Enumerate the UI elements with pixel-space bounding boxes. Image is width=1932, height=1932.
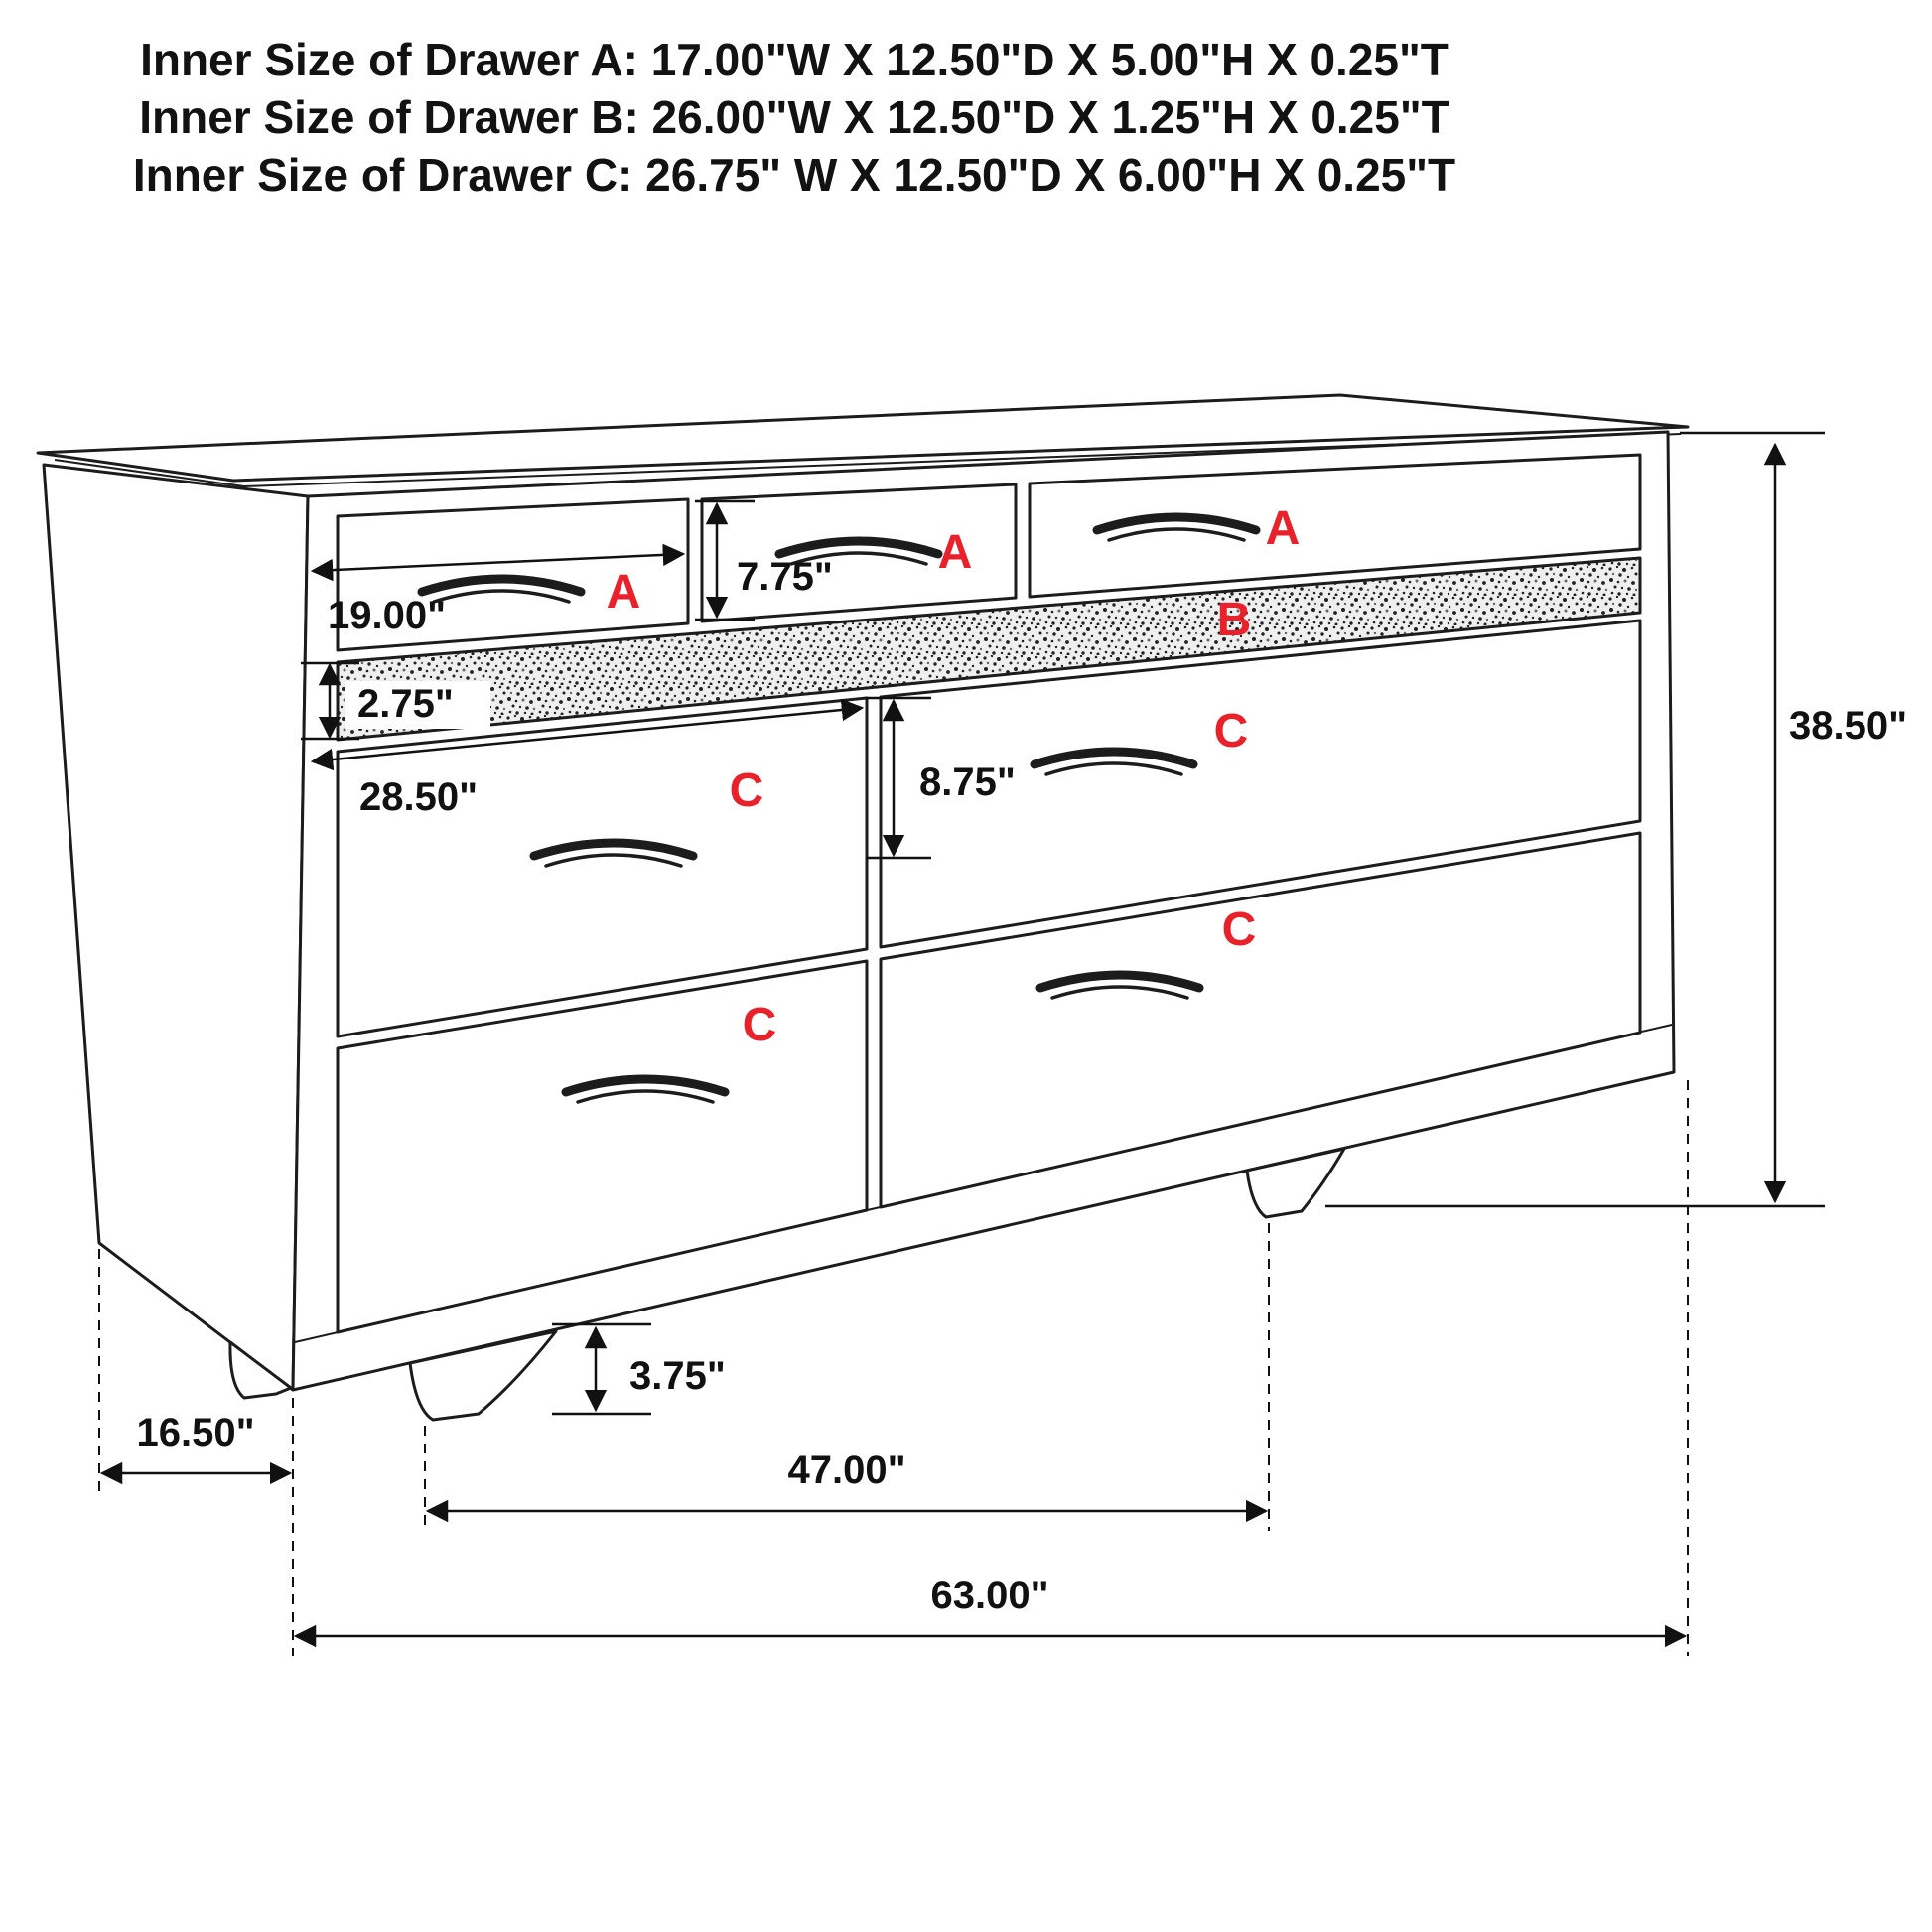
header-line-3: Inner Size of Drawer C: 26.75" W X 12.50…: [133, 149, 1455, 201]
header-line-2: Inner Size of Drawer B: 26.00"W X 12.50"…: [139, 91, 1449, 143]
dim-overall-depth: 16.50": [98, 1249, 294, 1656]
dim-drawer-b-height-label: 2.75": [357, 682, 454, 726]
dim-drawer-c-height: 8.75": [866, 696, 1016, 860]
dimension-annotations: 19.00" 7.75" 2.75" 28.50" 8.75": [98, 431, 1907, 1656]
drawer-a3: [1028, 453, 1642, 599]
dresser-top-surface: [36, 393, 1690, 483]
drawer-c-top-right: [879, 619, 1642, 949]
drawer-c-bottom-right: [879, 831, 1642, 1209]
dim-drawer-a-width-label: 19.00": [328, 594, 446, 637]
drawer-c-top-left-label: C: [730, 764, 764, 817]
drawer-a1-label: A: [607, 566, 641, 619]
drawer-c-top-right-label: C: [1214, 705, 1249, 758]
dim-leg-height: 3.75": [552, 1322, 726, 1416]
dim-drawer-a-height-label: 7.75": [737, 555, 833, 599]
drawer-b-label: B: [1217, 594, 1252, 646]
dresser-left-front-leg: [408, 1329, 558, 1422]
dim-drawer-a-width-arrow: [310, 543, 686, 582]
drawer-c-bottom-left: [336, 959, 869, 1334]
dim-overall-depth-label: 16.50": [136, 1411, 254, 1454]
dim-drawer-a-width: 19.00": [310, 543, 686, 637]
dim-overall-width-label: 63.00": [930, 1574, 1048, 1617]
dim-drawer-c-width: 28.50": [310, 698, 865, 819]
dim-overall-height-label: 38.50": [1789, 704, 1907, 748]
dresser-top-bevel-line: [54, 433, 1682, 488]
dresser-left-side-foot: [228, 1340, 293, 1400]
drawer-c-top-right-handle-icon: [1030, 747, 1198, 776]
drawer-c-top-left-handle-icon: [529, 838, 698, 868]
dim-drawer-c-width-arrow: [310, 698, 865, 771]
dim-drawer-a-height: 7.75": [695, 499, 833, 621]
dim-leg-spacing: 47.00": [424, 1223, 1270, 1531]
dim-overall-height: 38.50": [1325, 431, 1907, 1208]
dim-overall-width: 63.00": [293, 1080, 1689, 1656]
drawer-c-bottom-left-handle-icon: [561, 1074, 730, 1104]
drawer-a2-handle-icon: [774, 536, 943, 566]
dim-drawer-c-height-label: 8.75": [919, 760, 1016, 804]
drawer-a3-label: A: [1266, 502, 1301, 555]
dresser-drawing: [36, 393, 1690, 1422]
header: Inner Size of Drawer A: 17.00"W X 12.50"…: [133, 34, 1455, 201]
dresser-right-front-leg: [1245, 1147, 1346, 1219]
header-line-1: Inner Size of Drawer A: 17.00"W X 12.50"…: [140, 34, 1449, 85]
drawer-c-bottom-left-label: C: [743, 999, 777, 1051]
dim-leg-height-label: 3.75": [629, 1354, 726, 1398]
drawer-a3-handle-icon: [1092, 512, 1261, 542]
drawer-c-bottom-right-label: C: [1222, 903, 1257, 956]
drawer-a2-label: A: [938, 526, 973, 579]
dim-drawer-c-width-label: 28.50": [359, 775, 478, 819]
dim-leg-spacing-label: 47.00": [787, 1449, 905, 1492]
drawer-c-bottom-right-handle-icon: [1035, 970, 1204, 1000]
dresser-left-side-panel: [42, 463, 310, 1392]
